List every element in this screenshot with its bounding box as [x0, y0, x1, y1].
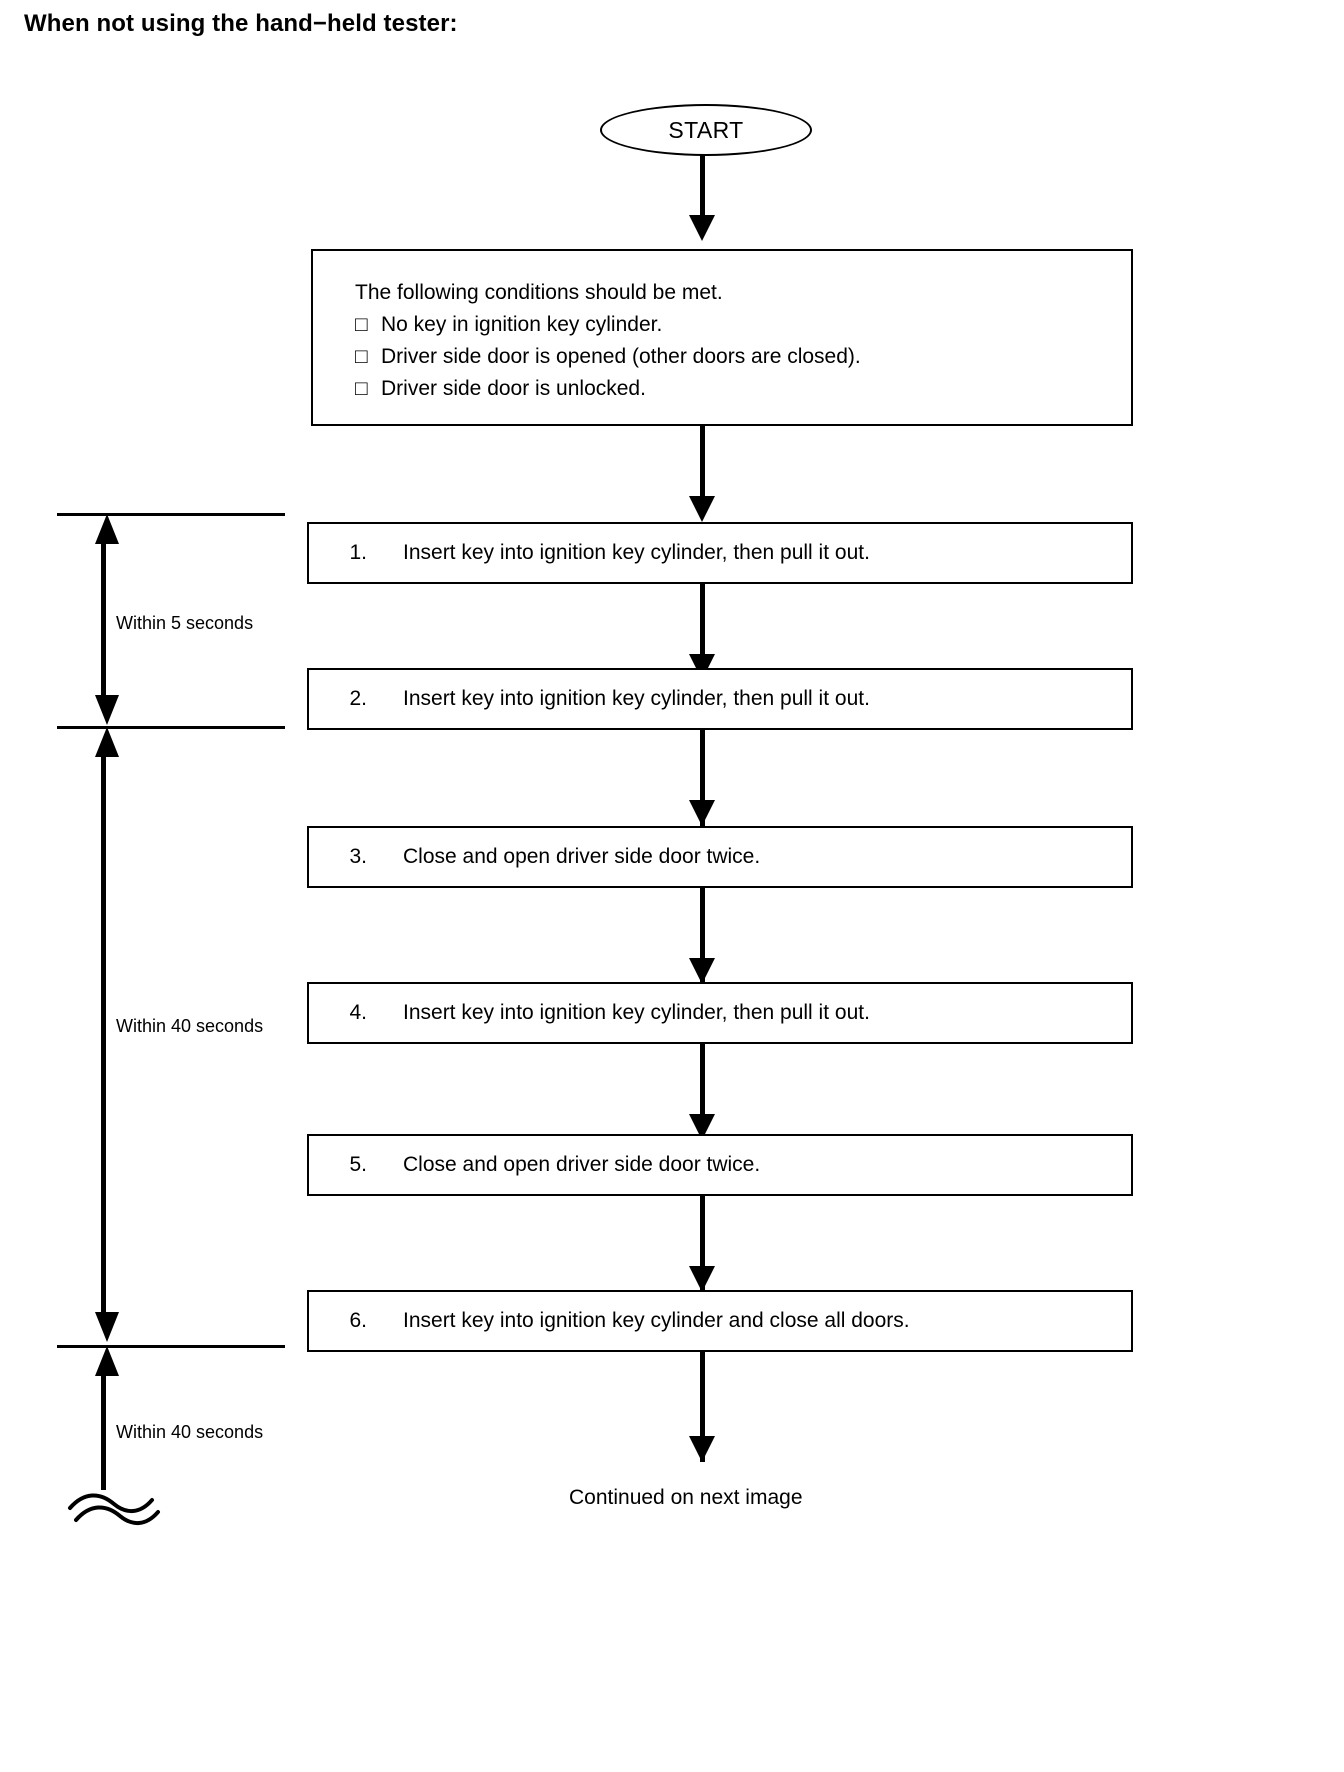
timing-arrow-up-1 [95, 514, 119, 544]
arrowhead-to-step-6 [689, 1266, 715, 1292]
connector-start-to-conditions [700, 155, 705, 217]
checkbox-icon: □ [355, 313, 368, 336]
step-box-5: 5. Close and open driver side door twice… [307, 1134, 1133, 1196]
page-title: When not using the hand−held tester: [24, 10, 458, 37]
step-box-1: 1. Insert key into ignition key cylinder… [307, 522, 1133, 584]
step-2-number: 2. [349, 687, 367, 710]
timing-arrow-up-2 [95, 727, 119, 757]
arrowhead-to-conditions [689, 215, 715, 241]
connector-step-1-to-2 [700, 584, 705, 660]
condition-item-2: □ Driver side door is opened (other doors… [355, 341, 1131, 373]
step-box-6: 6. Insert key into ignition key cylinder… [307, 1290, 1133, 1352]
timing-tick-lower [57, 1345, 285, 1348]
start-label: START [668, 116, 744, 143]
conditions-heading: The following conditions should be met. [355, 281, 723, 304]
step-3-text: Close and open driver side door twice. [403, 845, 761, 868]
step-box-3: 3. Close and open driver side door twice… [307, 826, 1133, 888]
step-4-text: Insert key into ignition key cylinder, t… [403, 1001, 870, 1024]
arrowhead-to-step-1 [689, 496, 715, 522]
step-5-number: 5. [349, 1153, 367, 1176]
start-node: START [600, 104, 812, 156]
step-box-2: 2. Insert key into ignition key cylinder… [307, 668, 1133, 730]
step-3-number: 3. [349, 845, 367, 868]
timing-label-1: Within 5 seconds [116, 613, 254, 633]
step-2-text: Insert key into ignition key cylinder, t… [403, 687, 870, 710]
condition-item-2-label: Driver side door is opened (other doors … [381, 345, 861, 368]
connector-conditions-to-step-1 [700, 426, 705, 502]
conditions-box: The following conditions should be met. … [311, 249, 1133, 426]
step-1-text: Insert key into ignition key cylinder, t… [403, 541, 870, 564]
timing-tick-top [57, 513, 285, 516]
connector-step-2-to-3 [700, 730, 705, 826]
connector-step-5-to-6 [700, 1196, 705, 1292]
break-squiggle-icon [62, 1486, 172, 1539]
condition-item-1: □ No key in ignition key cylinder. [355, 309, 1131, 341]
step-box-4: 4. Insert key into ignition key cylinder… [307, 982, 1133, 1044]
timing-line-3 [101, 1372, 106, 1490]
timing-line-2 [101, 753, 106, 1319]
step-1-number: 1. [349, 541, 367, 564]
timing-label-2: Within 40 seconds [116, 1016, 264, 1036]
arrowhead-to-step-4 [689, 958, 715, 984]
connector-step-6-to-continued [700, 1352, 705, 1462]
checkbox-icon: □ [355, 345, 368, 368]
timing-arrow-down-1 [95, 695, 119, 725]
timing-tick-mid [57, 726, 285, 729]
condition-item-3-label: Driver side door is unlocked. [381, 377, 646, 400]
timing-label-3: Within 40 seconds [116, 1422, 264, 1442]
arrowhead-to-step-3 [689, 800, 715, 826]
continued-label: Continued on next image [569, 1486, 803, 1509]
arrowhead-to-continued [689, 1436, 715, 1462]
timing-arrow-up-3 [95, 1346, 119, 1376]
condition-item-1-label: No key in ignition key cylinder. [381, 313, 663, 336]
connector-step-3-to-4 [700, 888, 705, 984]
timing-arrow-down-2 [95, 1312, 119, 1342]
step-6-number: 6. [349, 1309, 367, 1332]
step-5-text: Close and open driver side door twice. [403, 1153, 761, 1176]
timing-line-1 [101, 540, 106, 702]
connector-step-4-to-5 [700, 1044, 705, 1140]
step-4-number: 4. [349, 1001, 367, 1024]
step-6-text: Insert key into ignition key cylinder an… [403, 1309, 910, 1332]
condition-item-3: □ Driver side door is unlocked. [355, 373, 1131, 405]
checkbox-icon: □ [355, 377, 368, 400]
